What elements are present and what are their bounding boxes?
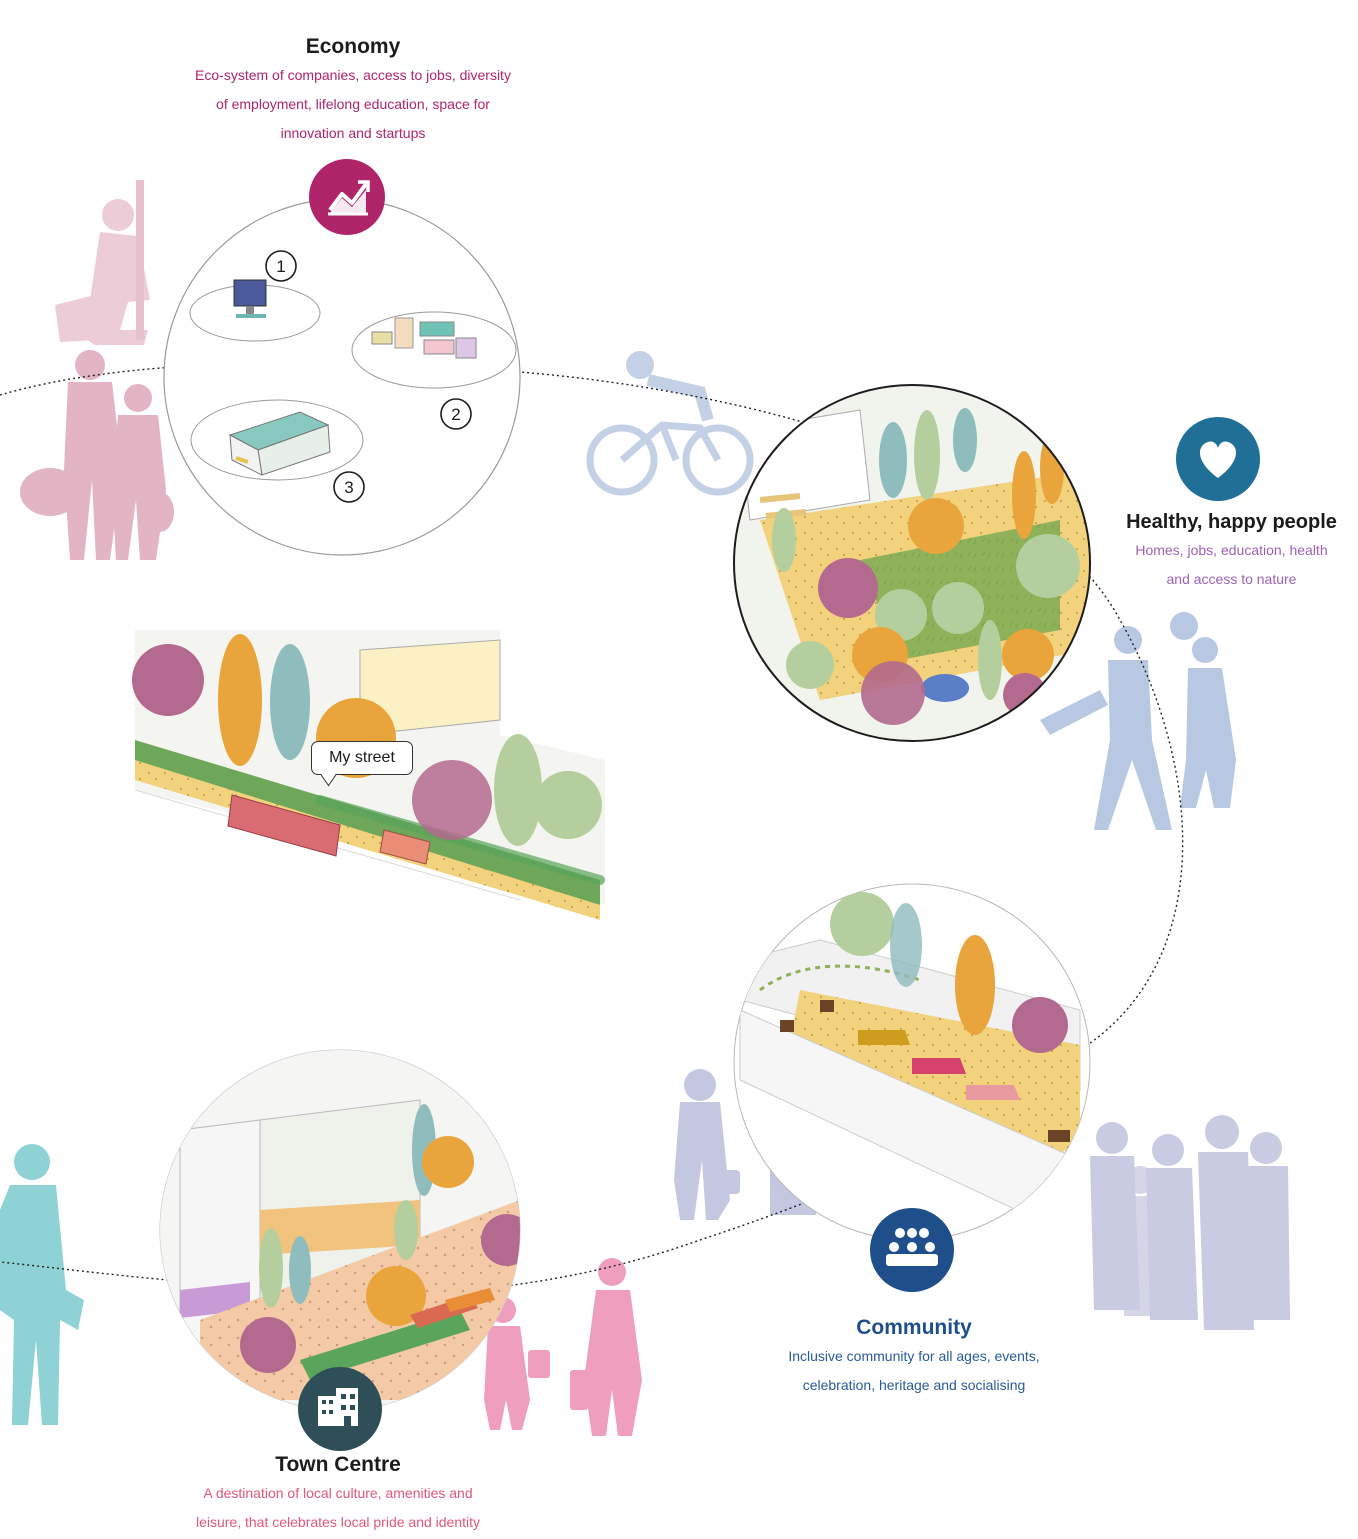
trending-chart-icon (309, 159, 385, 235)
community-title: Community (856, 1316, 972, 1339)
health-description-line-1: Homes, jobs, education, health (1135, 542, 1328, 558)
my-street-label: My street (329, 749, 395, 766)
svg-text:2: 2 (451, 405, 460, 424)
family-silhouette (20, 350, 174, 560)
worker-silhouette (55, 180, 150, 345)
health-vignette (733, 384, 1260, 742)
marker-1: 1 (265, 250, 297, 282)
economy-description-line-2: of employment, lifelong education, space… (216, 96, 490, 112)
buildings-icon (298, 1367, 382, 1451)
community-vignette (733, 883, 1091, 1292)
heart-icon (1176, 417, 1260, 501)
health-block: Healthy, happy people Homes, jobs, educa… (1105, 511, 1358, 594)
my-street-vignette (132, 630, 605, 920)
town-title: Town Centre (275, 1453, 401, 1476)
health-description-line-2: and access to nature (1166, 571, 1297, 587)
marker-3: 3 (333, 471, 365, 503)
community-description-line-1: Inclusive community for all ages, events… (788, 1348, 1040, 1364)
economy-title: Economy (305, 35, 401, 58)
town-description-line-1: A destination of local culture, amenitie… (203, 1485, 473, 1501)
economy-description-line-3: innovation and startups (280, 125, 426, 141)
town-description-line-2: leisure, that celebrates local pride and… (195, 1514, 481, 1530)
my-street-callout: My street (311, 741, 413, 775)
economy-vignette: 1 2 3 (163, 159, 521, 556)
playing-people-silhouette (1040, 612, 1236, 830)
cyclist-silhouette (586, 351, 754, 496)
marker-2: 2 (440, 398, 472, 430)
shoppers-silhouette (484, 1258, 642, 1436)
people-group-icon (870, 1208, 954, 1292)
town-block: Town Centre A destination of local cultu… (145, 1453, 531, 1537)
crowd-silhouette (1090, 1115, 1290, 1330)
health-title: Healthy, happy people (1126, 511, 1337, 533)
svg-text:1: 1 (276, 257, 285, 276)
svg-text:3: 3 (344, 478, 353, 497)
silhouettes-layer (0, 180, 1290, 1436)
community-description-line-2: celebration, heritage and socialising (802, 1377, 1026, 1393)
woman-silhouette (0, 1144, 84, 1425)
economy-block: Economy Eco-system of companies, access … (150, 35, 556, 148)
town-vignette (159, 1049, 521, 1451)
economy-description-line-1: Eco-system of companies, access to jobs,… (195, 67, 511, 83)
community-block: Community Inclusive community for all ag… (744, 1316, 1084, 1400)
